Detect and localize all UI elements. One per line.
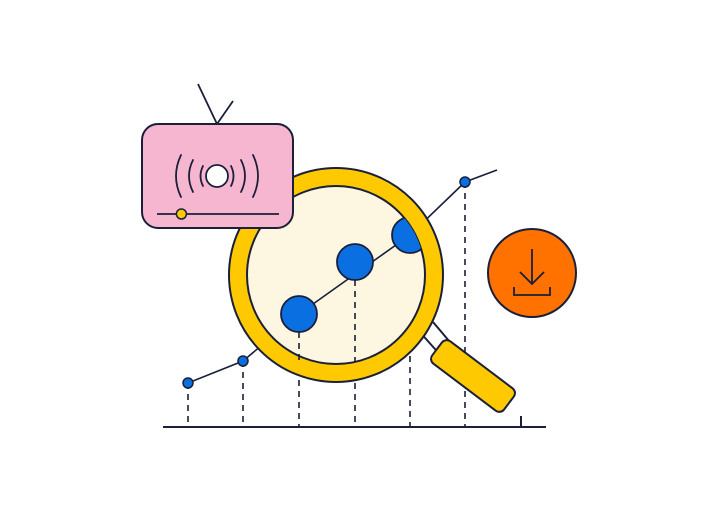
chart-point-6 <box>459 176 471 188</box>
slider-knob <box>175 208 188 220</box>
tv-progress-slider <box>157 208 279 220</box>
magnifier-handle <box>417 321 516 413</box>
broadcast-signal-icon <box>175 154 259 198</box>
chart-axis <box>163 416 546 428</box>
chart-point-2 <box>237 355 249 367</box>
chart-point-1 <box>182 377 194 389</box>
tv-broadcast-icon <box>141 83 294 229</box>
tv-antenna-left <box>197 83 218 125</box>
chart-point-3 <box>280 295 318 333</box>
download-icon <box>487 228 577 318</box>
chart-point-4 <box>336 243 374 281</box>
tv-antenna-right <box>216 100 234 125</box>
